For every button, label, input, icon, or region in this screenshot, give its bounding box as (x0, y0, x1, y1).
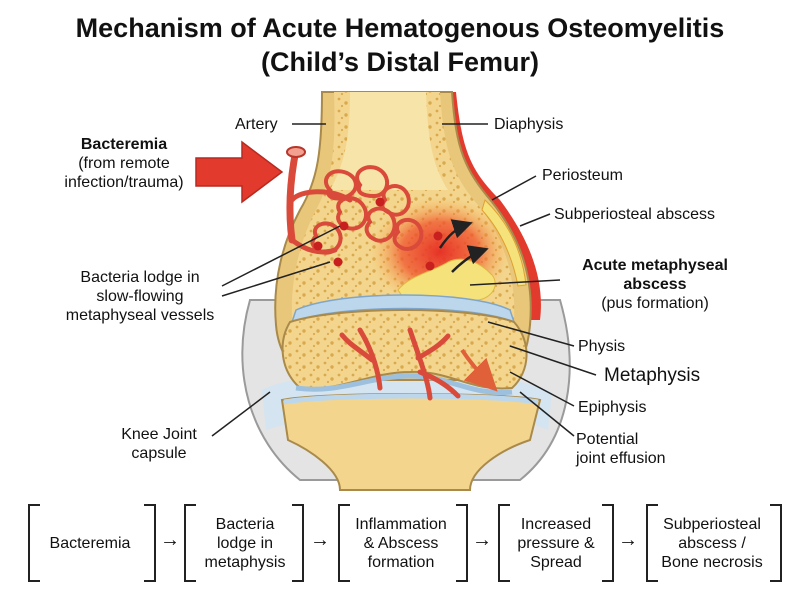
label-bacteria-lodge: Bacteria lodge in slow-flowing metaphyse… (50, 268, 230, 325)
label-metaphysis: Metaphysis (604, 365, 701, 386)
bacteremia-arrow (195, 140, 284, 204)
flow-arrow-2: → (310, 529, 330, 551)
flow-bracket (770, 504, 782, 582)
label-diaphysis: Diaphysis (494, 116, 564, 133)
flow-bracket (338, 504, 350, 582)
label-bacteremia-sub2: infection/trauma) (64, 174, 184, 191)
label-bacteria-lodge-1: Bacteria lodge in (80, 269, 200, 286)
label-periosteum: Periosteum (542, 167, 623, 184)
flow-step-5: Subperiosteal abscess / Bone necrosis (650, 510, 774, 576)
label-effusion-2: joint effusion (576, 450, 666, 467)
label-knee-joint-1: Knee Joint (121, 426, 197, 443)
flow-step-3-line2: & Abscess (363, 534, 439, 552)
flow-bracket (602, 504, 614, 582)
spread-arrows (438, 219, 489, 273)
flow-step-1: Bacteremia (34, 510, 146, 576)
flow-step-2-line3: metaphysis (204, 553, 286, 571)
label-bacteria-lodge-2: slow-flowing (96, 288, 184, 305)
label-epiphysis: Epiphysis (578, 399, 647, 416)
flow-bracket (646, 504, 658, 582)
flow-step-3-line1: Inflammation (355, 515, 447, 533)
flow-arrow-3: → (472, 529, 492, 551)
flow-step-5-line3: Bone necrosis (661, 553, 763, 571)
flow-step-3-line3: formation (367, 553, 435, 571)
flow-bracket (144, 504, 156, 582)
label-physis: Physis (578, 338, 626, 355)
flow-bracket (498, 504, 510, 582)
flow-step-4-line2: pressure & (517, 534, 595, 552)
flow-arrow-4: → (618, 529, 638, 551)
label-bacteremia: Bacteremia (from remote infection/trauma… (44, 135, 204, 192)
label-artery: Artery (235, 116, 278, 133)
flow-step-2-line1: Bacteria (215, 515, 275, 533)
flow-step-4-line1: Increased (520, 515, 592, 533)
label-effusion-1: Potential (576, 431, 639, 448)
flow-step-2-line2: lodge in (216, 534, 274, 552)
label-knee-joint: Knee Joint capsule (104, 425, 214, 463)
flow-step-5-line1: Subperiosteal (663, 515, 761, 533)
label-joint-effusion: Potential joint effusion (576, 430, 666, 468)
label-acute-abscess-1: Acute metaphyseal (582, 257, 728, 274)
diaphysis-marrow (330, 92, 448, 190)
title-line-1: Mechanism of Acute Hematogenous Osteomye… (75, 13, 725, 43)
flow-step-3: Inflammation & Abscess formation (342, 510, 460, 576)
downward-spread-arrow (460, 348, 498, 392)
subperiosteal-abscess (481, 199, 527, 287)
flow-step-5-line2: abscess / (678, 534, 746, 552)
flow-step-2: Bacteria lodge in metaphysis (190, 510, 300, 576)
label-acute-abscess-2: abscess (623, 276, 687, 293)
flow-arrow-1: → (160, 529, 180, 551)
label-subperiosteal-abscess: Subperiosteal abscess (554, 206, 715, 223)
label-acute-abscess: Acute metaphyseal abscess (pus formation… (560, 256, 750, 313)
tibia-cartilage (283, 393, 539, 405)
label-bacteria-lodge-3: metaphyseal vessels (65, 307, 215, 324)
leader-lines (211, 123, 597, 437)
label-bacteremia-head: Bacteremia (80, 136, 168, 153)
label-acute-abscess-3: (pus formation) (601, 295, 709, 312)
bacteria-dots (313, 197, 443, 271)
flow-bracket (292, 504, 304, 582)
title-line-2: (Child’s Distal Femur) (260, 47, 540, 77)
flow-bracket (28, 504, 40, 582)
nutrient-artery (286, 146, 424, 255)
epiphyseal-vessels (339, 327, 461, 401)
flow-step-4-line3: Spread (530, 553, 582, 571)
label-bacteremia-sub1: (from remote (78, 155, 170, 172)
artery-cut-end (286, 146, 306, 158)
flow-bracket (184, 504, 196, 582)
flow-bracket (456, 504, 468, 582)
label-knee-joint-2: capsule (131, 445, 187, 462)
flow-step-1-line1: Bacteremia (49, 534, 131, 552)
flow-step-4: Increased pressure & Spread (504, 510, 608, 576)
